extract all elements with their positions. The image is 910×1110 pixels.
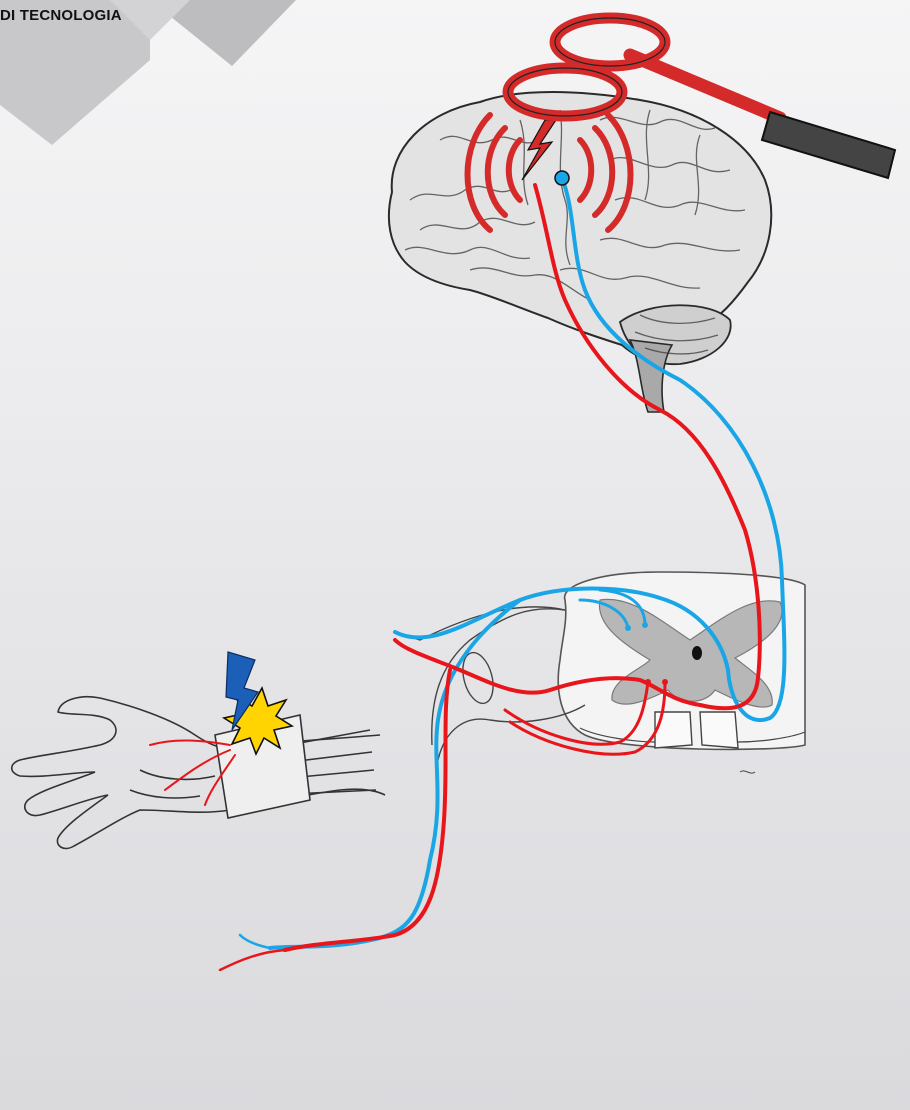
cortex-terminal bbox=[555, 171, 569, 185]
hand-outline bbox=[12, 697, 385, 849]
motor-pathway-lower bbox=[285, 670, 450, 950]
brain-illustration bbox=[389, 92, 771, 412]
hand-illustration bbox=[12, 697, 385, 849]
central-canal bbox=[692, 646, 702, 660]
hand-motor-fiber-1 bbox=[220, 950, 285, 970]
synapse-dot-2 bbox=[662, 679, 668, 685]
synapse-dot-3 bbox=[625, 625, 631, 631]
palm-crease bbox=[140, 770, 215, 779]
synapse-dot-4 bbox=[642, 622, 648, 628]
synapse-dot-1 bbox=[645, 679, 651, 685]
thumb-crease bbox=[130, 790, 200, 798]
coil-handle-grip bbox=[762, 112, 895, 178]
hand-sensory-fiber bbox=[240, 935, 270, 948]
